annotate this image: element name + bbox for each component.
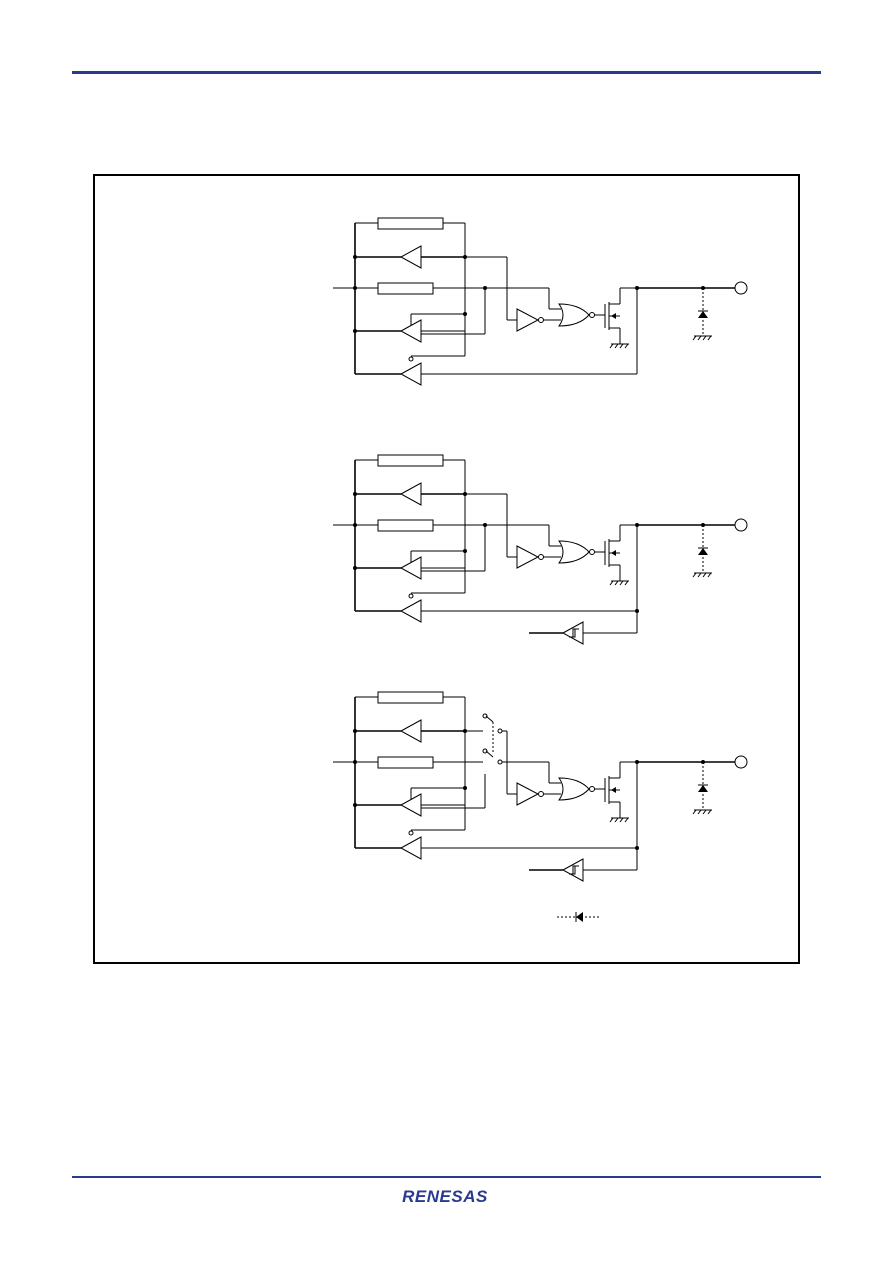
circuit-diagram [332, 217, 748, 922]
footer-rule [72, 1176, 821, 1178]
renesas-logo: RENESAS [389, 1186, 501, 1208]
circuit-2 [332, 454, 748, 645]
header-rule [72, 71, 821, 74]
circuit-1 [332, 217, 748, 386]
logo-text: RENESAS [402, 1187, 488, 1206]
dashed-diode-icon [557, 912, 601, 922]
diagram-frame [93, 174, 800, 964]
circuit-3 [332, 691, 748, 882]
